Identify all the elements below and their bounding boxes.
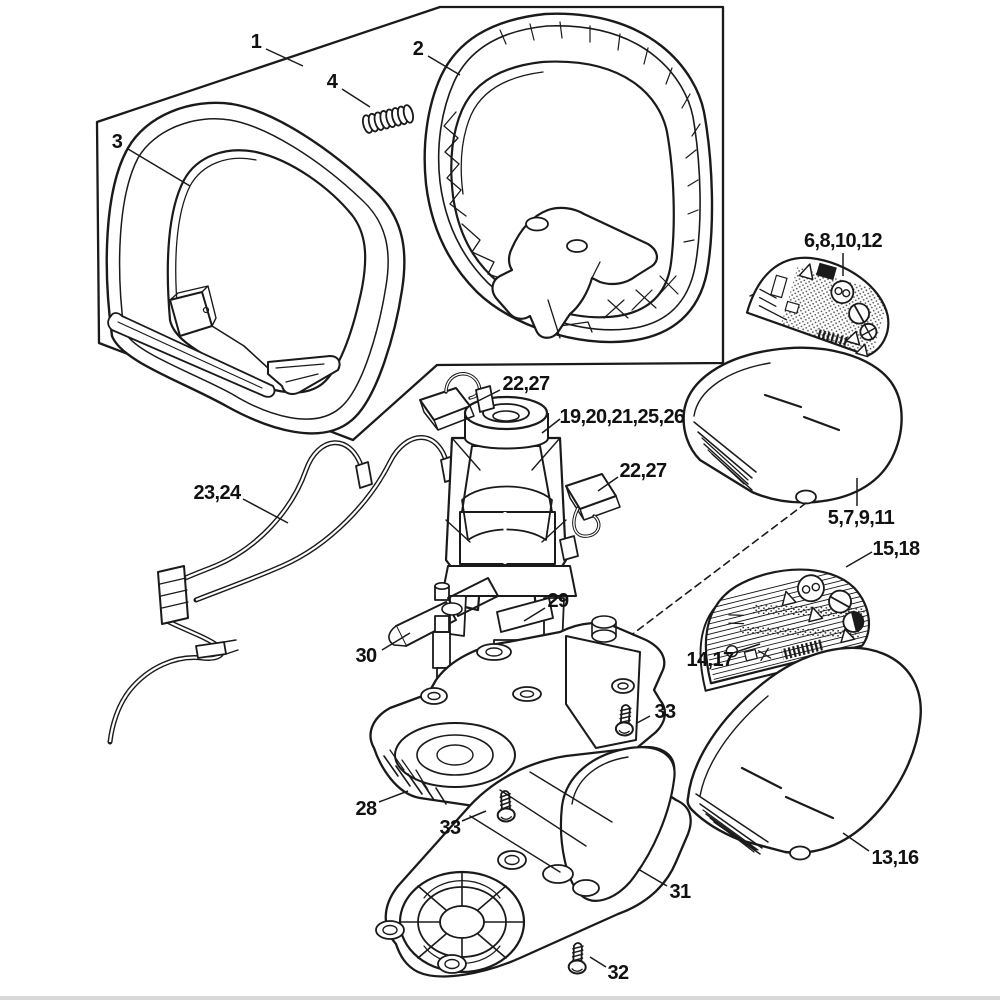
part-5-top-cover <box>682 346 903 505</box>
callout-part-1: 1 <box>251 31 304 67</box>
callout-part-19-20-21-25-26: 19,20,21,25,26 <box>541 406 686 434</box>
part-32-screw <box>567 941 588 975</box>
callout-label: 28 <box>355 798 377 820</box>
part-13-bottom-cover <box>686 646 922 861</box>
part-29-nameplate <box>496 597 554 633</box>
callout-part-3: 3 <box>112 131 191 187</box>
cover-foot <box>795 489 817 505</box>
callout-part-33-upper: 33 <box>636 701 677 724</box>
callout-part-4: 4 <box>327 71 371 108</box>
wire-connector-block <box>157 565 189 625</box>
mold-slots <box>763 393 841 432</box>
warning-triangle-icon <box>798 263 869 358</box>
callout-label: 15,18 <box>872 538 920 560</box>
part-15-info-sticker <box>695 566 874 692</box>
callout-label: 13,16 <box>871 847 919 869</box>
callout-part-29: 29 <box>523 590 570 622</box>
callout-label: 1 <box>251 31 262 53</box>
callout-label: 32 <box>607 962 629 984</box>
part-22-carbon-brush-upper <box>419 372 495 431</box>
part-6-info-sticker <box>745 256 890 358</box>
warning-triangle-icon <box>781 590 856 644</box>
callout-label: 30 <box>355 645 377 667</box>
part-27-carbon-brush-right <box>559 473 621 561</box>
mold-slots <box>740 766 835 820</box>
wire-spade-connector <box>195 639 239 659</box>
part-4-spring <box>362 104 414 134</box>
callout-part-5-7-9-11: 5,7,9,11 <box>828 478 895 529</box>
callout-label: 22,27 <box>619 460 667 482</box>
callout-part-15-18: 15,18 <box>845 538 921 568</box>
callout-label: 3 <box>112 131 123 153</box>
wire-terminal <box>355 461 373 489</box>
callout-part-31: 31 <box>637 868 692 903</box>
callout-label: 2 <box>413 38 424 60</box>
callout-label: 22,27 <box>502 373 550 395</box>
callout-part-14-17: 14,17 <box>686 643 761 671</box>
barcode-icon <box>814 328 850 347</box>
callout-part-23-24: 23,24 <box>193 482 289 524</box>
callout-label: 31 <box>669 881 691 903</box>
callout-label: 5,7,9,11 <box>828 507 895 529</box>
callout-part-13-16: 13,16 <box>842 832 920 869</box>
callout-part-28: 28 <box>355 790 409 820</box>
part-2-handle-frame <box>423 12 714 344</box>
prohibition-icon <box>828 589 852 614</box>
callout-label: 4 <box>327 71 339 93</box>
part-3-loop-handle <box>105 101 406 435</box>
part-31-lower-shell <box>375 745 692 978</box>
eye-protection-icon <box>830 280 855 305</box>
eye-protection-icon <box>797 574 825 603</box>
footer-strip <box>0 996 1000 1000</box>
callout-part-2: 2 <box>413 38 461 76</box>
callout-label: 23,24 <box>193 482 242 504</box>
cover-foot <box>789 845 811 861</box>
contrast-circle-icon <box>842 611 865 633</box>
callout-part-22-27-right: 22,27 <box>597 460 668 492</box>
ce-mark <box>725 644 739 658</box>
callout-label: 33 <box>439 817 461 839</box>
barcode-icon <box>780 639 825 661</box>
brand-text-block <box>770 274 788 299</box>
callout-label: 14,17 <box>686 649 734 671</box>
text-band <box>739 626 860 639</box>
callout-part-6-8-10-12: 6,8,10,12 <box>804 230 883 276</box>
read-manual-icon <box>859 322 878 341</box>
callout-part-32: 32 <box>589 956 630 984</box>
prohibition-icon <box>848 302 870 325</box>
gloves-icon <box>815 262 837 281</box>
callout-label: 29 <box>547 590 569 612</box>
callout-label: 6,8,10,12 <box>804 230 882 252</box>
callout-part-30: 30 <box>355 632 411 667</box>
callout-part-33-lower: 33 <box>439 810 487 839</box>
part-23-wiring-harness <box>107 435 458 745</box>
callout-label: 33 <box>654 701 676 723</box>
callout-label: 19,20,21,25,26 <box>559 406 685 428</box>
callout-part-22-27-upper: 22,27 <box>477 373 551 402</box>
